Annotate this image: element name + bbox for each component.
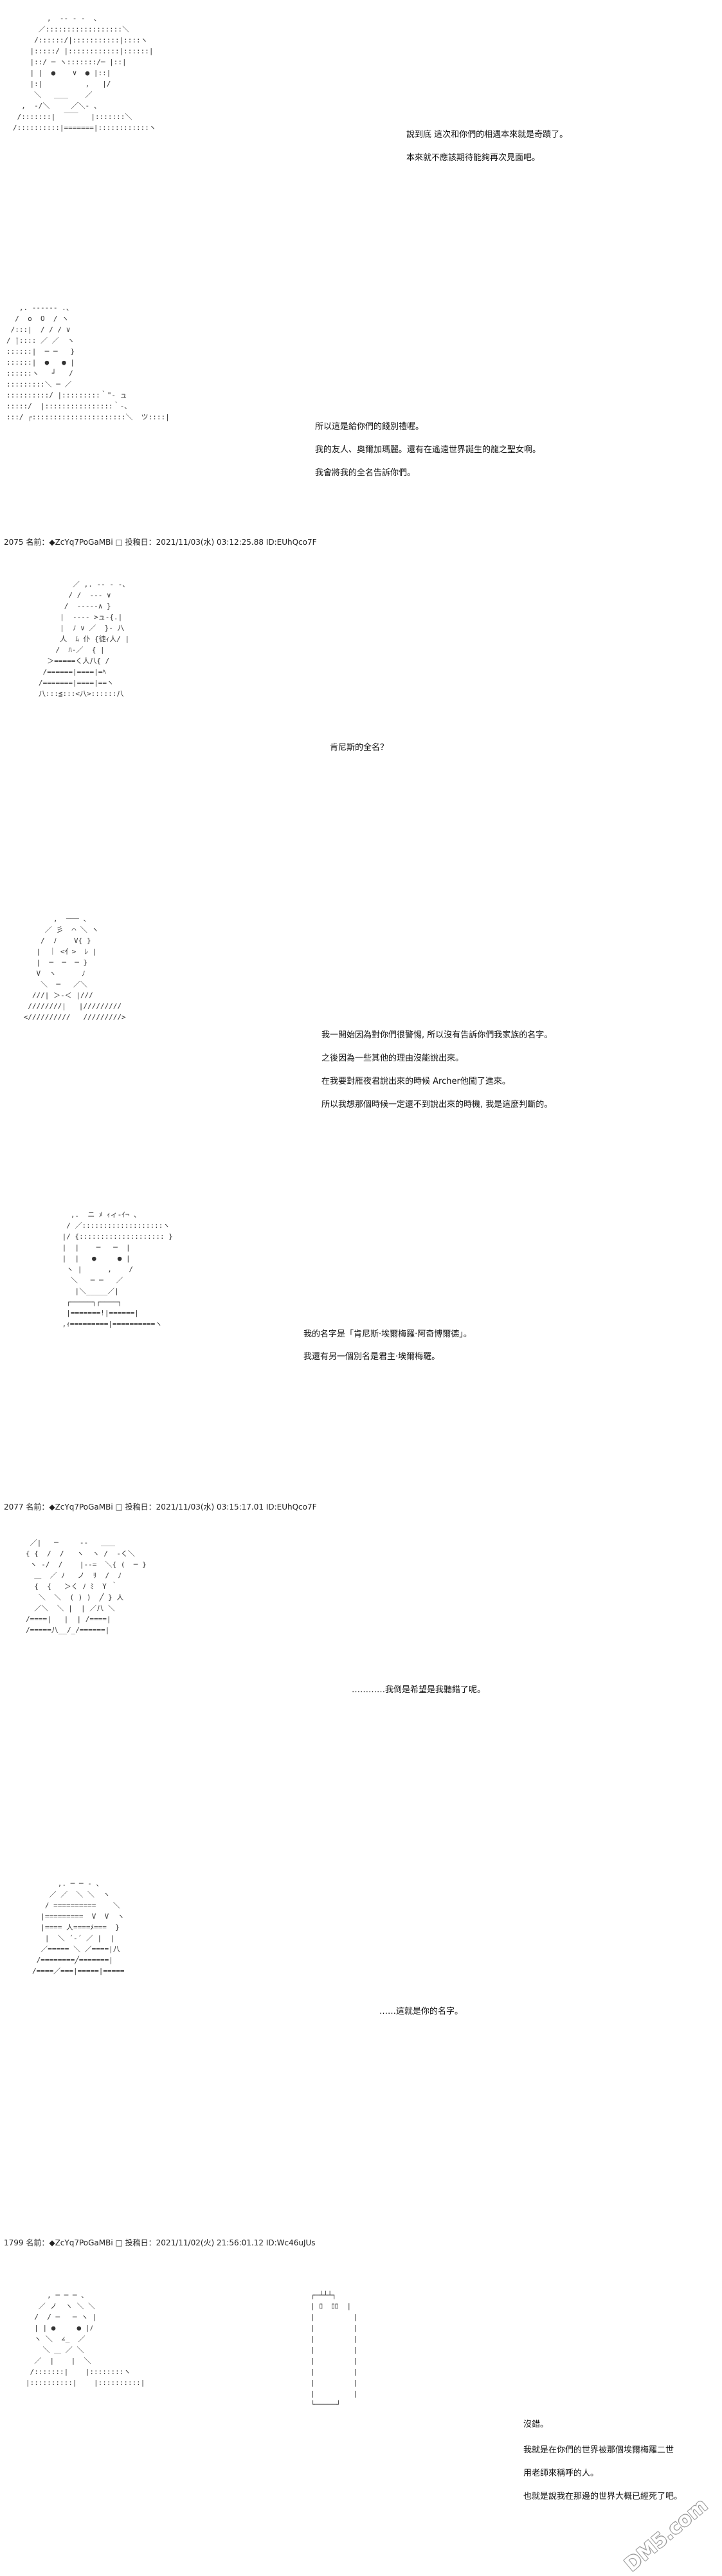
post-header: 2075 名前：◆ZcYq7PoGaMBi □ 投稿日：2021/11/03(水… [4,538,317,547]
dialogue-line: ……這就是你的名字。 [379,2007,464,2016]
dialogue-line: 我會將我的全名告訴你們。 [315,468,416,478]
dialogue-line: 我的友人、奧爾加瑪麗。還有在遙遠世界誕生的龍之聖女啊。 [315,445,541,455]
dialogue-line: 之後因為一些其他的理由沒能說出來。 [321,1054,464,1063]
ascii-art-figure: , -‐ ‐ - 、 ／::::::::::::::::::＼ /::::::/… [13,14,156,132]
dialogue-line: 我還有另一個別名是君主·埃爾梅羅。 [303,1352,440,1362]
ascii-art-figure: ,. ─ ─ ‐ 、 ／ ／ ＼ ＼ ヽ / ========== ＼ |===… [32,1879,125,1975]
post-header: 2077 名前：◆ZcYq7PoGaMBi □ 投稿日：2021/11/03(水… [4,1503,317,1512]
dialogue-line: …………我倒是希望是我聽錯了呢。 [352,1685,486,1695]
ascii-art-smartphone: ┌─┴┴┴┐ | ﾛ ﾛﾛ | | | | | | | | | | | | | … [311,2291,358,2409]
post-header: 1799 名前：◆ZcYq7PoGaMBi □ 投稿日：2021/11/02(火… [4,2238,316,2247]
ascii-art-figure: ／ ,. -‐ ‐ -、 / / --- ∨ / -----∧ } | ----… [39,580,130,698]
watermark-logo: DM5.com [620,2494,712,2576]
ascii-art-figure: , ─── 、 ／ 彡 ⌒ ＼ ヽ / ﾉ V{ } | ｜ <亻> ﾚ | |… [23,915,126,1021]
dialogue-line: 我一開始因為對你們很警惕, 所以沒有告訴你們我家族的名字。 [321,1030,553,1040]
dialogue-line: 說到底 這次和你們的相遇本來就是奇蹟了。 [406,130,568,140]
dialogue-line: 也就是說我在那邊的世界大概已經死了吧。 [523,2492,683,2501]
dialogue-line: 沒錯。 [523,2420,549,2429]
ascii-art-figure: ,. ニ ﾒ ｨィ‐ｲ¬ ､ / ／:::::::::::::::::::ヽ |… [62,1210,173,1328]
dialogue-line: 用老師來稱呼的人。 [523,2469,599,2478]
dialogue-line: 在我要對雁夜君說出來的時候 Archer他闖了進來。 [321,1077,510,1086]
ascii-art-figure: , ─ ─ ─ 、 ／ ノ ヽ ＼ ＼ / / ─ ─ ヽ | | | ● ● … [26,2291,145,2387]
dialogue-line: 所以我想那個時候一定還不到說出來的時機, 我是這麼判斷的。 [321,1100,553,1110]
dialogue-line: 本來就不應該期待能夠再次見面吧。 [406,153,541,163]
ascii-art-figure: ,. -‐‐‐‐‐ .、 / o O / ヽ /:::| / / / ∨ / ̄… [6,304,170,421]
dialogue-line: 我就是在你們的世界被那個埃爾梅羅二世 [523,2445,674,2455]
dialogue-line: 肯尼斯的全名？ [330,743,389,753]
dialogue-line: 我的名字是「肯尼斯·埃爾梅羅·阿奇博爾德」。 [303,1329,472,1339]
dialogue-line: 所以這是給你們的餞別禮喔。 [315,422,424,432]
ascii-art-figure: ／| ─ -- ＿＿ { { / / ヽ ヽ / -く＼ ヽ ‐/ / |-‐=… [26,1539,147,1634]
